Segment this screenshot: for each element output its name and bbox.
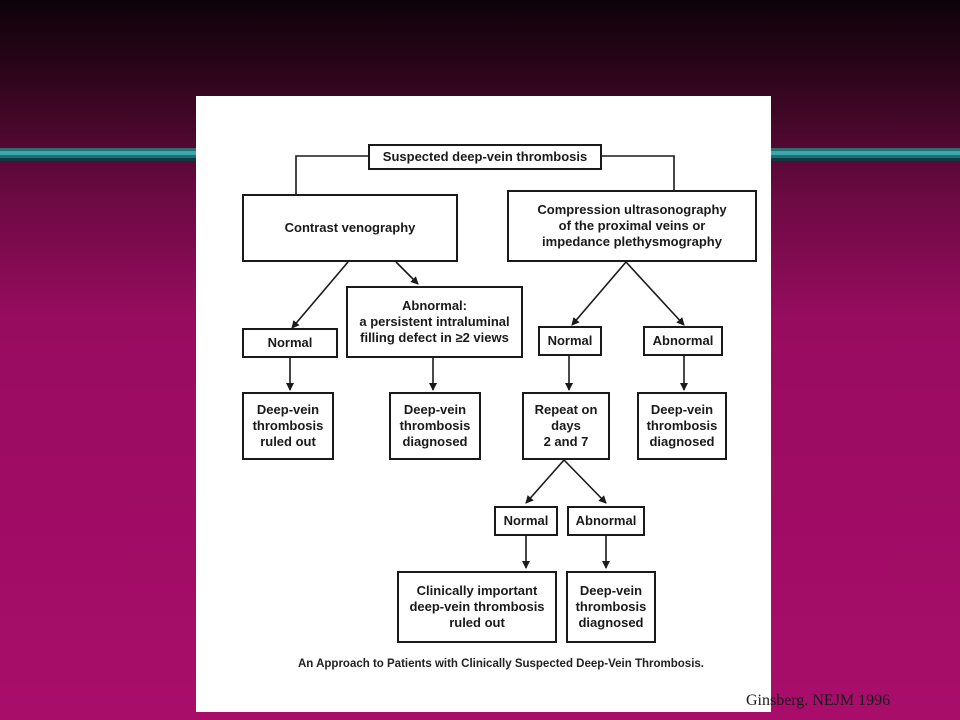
arrow-ultrasound-abnormal: [625, 261, 685, 326]
connector-root-left: [295, 155, 368, 194]
node-repeat-normal: Normal: [494, 506, 558, 536]
node-left-ruled-out: Deep-vein thrombosis ruled out: [242, 392, 334, 460]
connector-root-right: [602, 155, 675, 190]
node-compression-ultrasonography: Compression ultrasonography of the proxi…: [507, 190, 757, 262]
arrow-ultrasound-normal: [571, 261, 627, 326]
flowchart-connectors: [286, 155, 688, 569]
node-left-diagnosed: Deep-vein thrombosis diagnosed: [389, 392, 481, 460]
arrow-venography-abnormal: [395, 261, 419, 285]
arrow-repeat-normal: [525, 459, 565, 504]
figure-caption: An Approach to Patients with Clinically …: [298, 658, 704, 670]
node-suspected-dvt: Suspected deep-vein thrombosis: [368, 144, 602, 170]
node-clinically-ruled-out: Clinically important deep-vein thrombosi…: [397, 571, 557, 643]
node-right-diagnosed: Deep-vein thrombosis diagnosed: [637, 392, 727, 460]
flowchart-figure: Suspected deep-vein thrombosis Contrast …: [196, 96, 771, 712]
node-repeat-abnormal: Abnormal: [567, 506, 645, 536]
citation-credit: Ginsberg. NEJM 1996: [746, 692, 891, 709]
arrow-repeat-abnormal: [563, 459, 607, 504]
node-right-normal: Normal: [538, 326, 602, 356]
node-repeat-days: Repeat on days 2 and 7: [522, 392, 610, 460]
node-right-abnormal: Abnormal: [643, 326, 723, 356]
node-contrast-venography: Contrast venography: [242, 194, 458, 262]
node-left-abnormal: Abnormal: a persistent intraluminal fill…: [346, 286, 523, 358]
node-repeat-diagnosed: Deep-vein thrombosis diagnosed: [566, 571, 656, 643]
arrow-venography-normal: [291, 261, 349, 329]
node-left-normal: Normal: [242, 328, 338, 358]
